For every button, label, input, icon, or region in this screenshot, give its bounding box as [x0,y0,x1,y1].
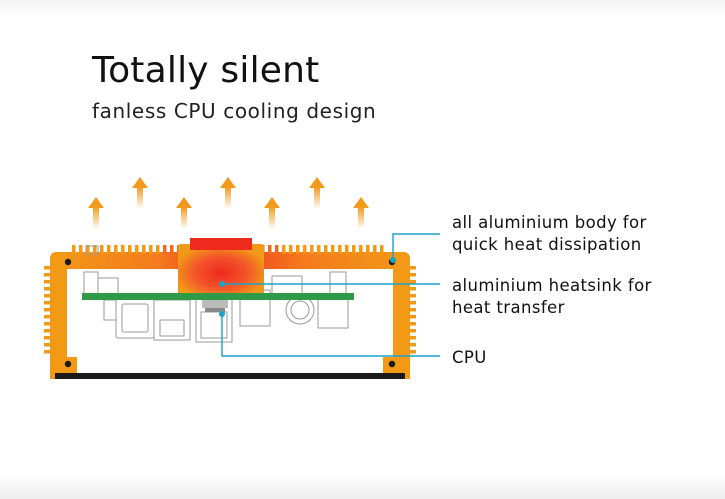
callout-heatsink-line1: aluminium heatsink for [452,276,652,295]
top-fin [114,245,118,254]
top-fin [338,245,342,254]
leader-dot-icon [219,311,225,317]
cpu-chip [202,300,228,312]
left-side-fin [44,308,51,312]
left-side-fin [44,273,51,277]
right-side-fin [409,266,416,270]
left-side-fin [44,329,51,333]
callout-leaders [221,233,440,357]
top-fin [79,245,83,254]
top-fin [268,245,272,254]
right-side-fin [409,350,416,354]
top-fin [380,245,384,254]
callout-cpu: CPU [452,347,487,369]
callout-heatsink-line2: heat transfer [452,298,565,317]
left-side-fin [44,336,51,340]
callout-body-line2: quick heat dissipation [452,235,642,254]
right-side-fin [409,308,416,312]
top-fin [93,245,97,254]
leader-body [392,233,440,260]
left-side-fin [44,322,51,326]
screw-icon [64,360,72,368]
top-fin [317,245,321,254]
top-fin [100,245,104,254]
heat-arrow-icon [353,197,369,229]
leader-dot-icon [219,281,225,287]
callout-cpu-line1: CPU [452,348,487,367]
left-side-fin [44,350,51,354]
callout-body: all aluminium body for quick heat dissip… [452,212,647,256]
leader-dot-icon [390,257,396,263]
top-fin [128,245,132,254]
heat-arrows [88,177,369,229]
top-fin [289,245,293,254]
aluminium-heatsink [178,238,264,296]
heat-arrow-icon [132,177,148,209]
page-subtitle: fanless CPU cooling design [92,99,377,123]
left-side-fin [44,301,51,305]
heat-arrow-icon [176,197,192,229]
top-fin [373,245,377,254]
top-fin [275,245,279,254]
top-fin [310,245,314,254]
right-side-fin [409,315,416,319]
top-fin [170,245,174,254]
right-side-fin [409,273,416,277]
top-fin [303,245,307,254]
right-side-fin [409,343,416,347]
right-side-fin [409,329,416,333]
callout-heatsink: aluminium heatsink for heat transfer [452,275,652,319]
pcb-board [82,293,354,300]
left-side-fin [44,343,51,347]
top-fin [72,245,76,254]
heat-arrow-icon [220,177,236,209]
top-fade [0,0,725,18]
top-fin [135,245,139,254]
screw-icon [388,360,396,368]
top-fin [86,245,90,254]
heat-arrow-icon [264,197,280,229]
screw-icon [64,258,72,266]
top-fin [366,245,370,254]
left-side-fin [44,287,51,291]
top-fin [163,245,167,254]
top-fin [324,245,328,254]
top-fin [156,245,160,254]
callout-body-line1: all aluminium body for [452,213,647,232]
bottom-fade [0,474,725,499]
top-fin [296,245,300,254]
page-title: Totally silent [92,50,320,91]
right-side-fin [409,294,416,298]
heat-arrow-icon [88,197,104,229]
top-fin [121,245,125,254]
right-side-fin [409,301,416,305]
top-fin [142,245,146,254]
top-fin [107,245,111,254]
top-fin [149,245,153,254]
top-fin [359,245,363,254]
heat-arrow-icon [309,177,325,209]
top-fin [345,245,349,254]
side-fins [44,266,416,354]
right-side-fin [409,336,416,340]
right-side-fin [409,322,416,326]
left-side-fin [44,294,51,298]
left-side-fin [44,315,51,319]
left-side-fin [44,266,51,270]
top-fin [352,245,356,254]
top-fin [331,245,335,254]
right-side-fin [409,280,416,284]
leader-cpu [221,314,440,357]
top-fin [282,245,286,254]
right-side-fin [409,287,416,291]
left-side-fin [44,280,51,284]
